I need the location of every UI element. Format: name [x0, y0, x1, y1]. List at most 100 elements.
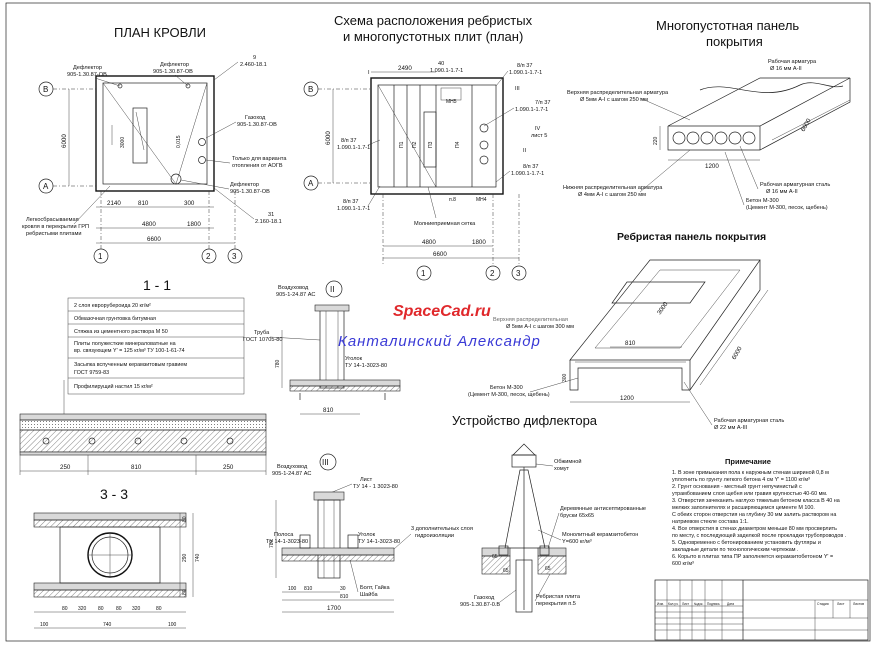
node3-air: Воздуховод: [277, 464, 308, 470]
scheme-p3: П3: [428, 141, 434, 148]
node3-dim-30: 30: [340, 586, 346, 592]
layer-7: Профилирущий настил 15 кг/м²: [74, 383, 153, 390]
node3-washer: Шайба: [360, 591, 378, 598]
roof-axis-2: 2: [206, 252, 211, 261]
scheme-lightning: Молниеприемная сетка: [414, 221, 476, 227]
node3-bolt: Болт, Гайка: [360, 584, 390, 591]
scheme-title-line1: Схема расположения ребристых: [334, 13, 533, 28]
node2-corner: Уголок: [345, 356, 363, 362]
roof-only-for2: отопления от АОГВ: [232, 163, 283, 169]
roof-dim-3000: 3000: [120, 137, 126, 148]
scheme-axis-1: 1: [421, 269, 426, 278]
deflector-title: Устройство дифлектора: [452, 413, 598, 428]
roof-deflector-top1: Дефлектор: [73, 65, 102, 71]
scheme-7p37-code: 1.090.1-1.7-1: [515, 107, 548, 113]
stamp-col-3: №док.: [694, 602, 703, 606]
stamp-col-4: Подпись: [707, 602, 720, 606]
roof-deflector-top2-code: 905-1.30.87-ОВ: [153, 69, 193, 75]
layer-0: 2 слоя еврорубероида 20 кг/м²: [74, 303, 151, 309]
roof-dim-4800: 4800: [142, 221, 156, 228]
sec11-dim-250a: 250: [60, 464, 71, 471]
roof-note-2: кровля в перекрытии ГРП: [22, 224, 89, 230]
sec33-dim-290: 290: [182, 553, 188, 562]
deflector-bars1: Деревянные антисептированные: [560, 506, 646, 512]
roof-axis-a: A: [43, 182, 49, 191]
scheme-mn5: МН5: [446, 99, 457, 105]
hollow-bot-reinf2: Ø 4мм А-I с шагом 250 мм: [578, 192, 646, 198]
scheme-callout-40-code: 1.090.1-1.7-1: [430, 68, 463, 74]
node3-dim-810b: 810: [340, 594, 349, 600]
deflector-plate2: перекрытия п.5: [536, 601, 576, 607]
deflector-mono1: Монолитный керамзитобетон: [562, 531, 638, 538]
scheme-axis-1-bubble: [416, 265, 432, 281]
roof-dim-1800: 1800: [187, 221, 201, 228]
deflector-dim-65c: 65: [545, 566, 551, 572]
notes-line-4: 3. Отверстия зачеканить наглухо тяжелым …: [672, 498, 840, 504]
ribbed-title: Ребристая панель покрытия: [617, 231, 766, 243]
node3-strip-code: ТУ 14-1-3023-80: [266, 539, 308, 545]
node3-sheet-code: ТУ 14 - 1 3023-80: [353, 484, 398, 490]
node2-pipe-code: ГОСТ 10705-80: [243, 337, 283, 343]
ribbed-concrete2: (Цемент М-300, песок, щебень): [468, 392, 550, 398]
scheme-p2: П2: [412, 141, 418, 148]
stamp-col-5: Дата: [727, 602, 734, 606]
hollow-panel: 1200 220 6000 Верхняя распределительная …: [563, 59, 851, 211]
scheme-8p37c-code: 1.090.1-1.7-1: [337, 145, 370, 151]
notes-block: Примечание 1. В зоне примыкания пола к н…: [672, 457, 846, 567]
hollow-rebar-top2: Ø 16 мм А-II: [770, 66, 802, 72]
ribbed-work-steel2: Ø 22 мм А-III: [714, 425, 748, 431]
scheme-axis-2-bubble: [485, 265, 501, 281]
stamp-col-2: Лист: [682, 602, 689, 606]
hollow-concrete2: (Цемент М-300, песок, щебень): [746, 205, 828, 211]
section-1-title: 1 - 1: [143, 277, 171, 293]
sec33-dim-80b: 80: [182, 589, 188, 595]
node3-dim-100a: 100: [288, 586, 297, 592]
stamp-sheet: Лист: [837, 602, 845, 606]
scheme-roman-2: II: [523, 148, 527, 154]
scheme-axis-2: 2: [490, 269, 495, 278]
scheme-dim-6000: 6000: [325, 131, 332, 145]
notes-line-0: 1. В зоне примыкания пола к наружным сте…: [672, 469, 829, 476]
ribbed-dim-1200: 1200: [620, 395, 634, 402]
deflector-detail: Обжимной хомут Деревянные антисептирован…: [460, 443, 646, 613]
sec33-b740: 740: [103, 622, 112, 628]
hollow-dim-1200: 1200: [705, 163, 719, 170]
notes-line-2: 2. Грунт основания - местный грунт непуч…: [672, 483, 802, 490]
hollow-concrete: Бетон М-300: [746, 198, 779, 204]
sec33-dim-80a: 80: [182, 516, 188, 522]
scheme-mn4: МН4: [476, 197, 487, 203]
roof-only-for: Только для варианта: [232, 156, 287, 162]
ribbed-work-steel: Рабочая арматурная сталь: [714, 418, 784, 424]
sec33-b100b: 100: [168, 622, 177, 628]
scheme-p1: П1: [399, 141, 405, 148]
roof-plan-title: ПЛАН КРОВЛИ: [114, 25, 206, 40]
roof-callout-31: 31: [268, 212, 274, 218]
node3-corner-code: ТУ 14-1-3023-80: [358, 539, 400, 545]
layer-2: Стяжка из цементного раствора М 50: [74, 329, 168, 335]
scheme-title-line2: и многопустотных плит (план): [343, 29, 523, 44]
deflector-bars2: бруски 65х65: [560, 513, 594, 519]
notes-line-13: 600 кг/м³: [672, 561, 694, 567]
node3-hydro2: гидроизоляции: [415, 533, 454, 539]
scheme-8p37d: 8/п 37: [343, 199, 358, 205]
sec33-b100a: 100: [40, 622, 49, 628]
node3-dim-1700: 1700: [327, 605, 341, 612]
roof-dim-300: 300: [184, 200, 195, 207]
deflector-clamp1: Обжимной: [554, 458, 582, 465]
notes-line-12: 6. Корыто в плитах типа ПР заполняется к…: [672, 554, 833, 560]
sec11-dim-810: 810: [131, 464, 142, 471]
sec33-b80c: 80: [116, 606, 122, 612]
scheme-dim-4800: 4800: [422, 239, 436, 246]
deflector-plate1: Ребристая плита: [536, 594, 581, 600]
node-3: III Воздуховод 905-1-24.87 АС Лист ТУ 14…: [266, 453, 473, 613]
node3-corner: Уголок: [358, 532, 376, 538]
layer-3: Плиты полужесткие минераловатные на: [74, 341, 176, 347]
deflector-clamp2: хомут: [554, 466, 570, 472]
scheme-axis-3: 3: [516, 269, 521, 278]
hollow-dim-6000: 6000: [800, 117, 813, 133]
notes-line-10: 5. Одновременно с бетонированием установ…: [672, 540, 821, 546]
ribbed-top-reinf2: Ø 5мм А-I с шагом 300 мм: [506, 324, 574, 330]
scheme-8p37b-code: 1.090.1-1.7-1: [511, 171, 544, 177]
roof-note-3: ребристыми плитами: [26, 231, 82, 237]
